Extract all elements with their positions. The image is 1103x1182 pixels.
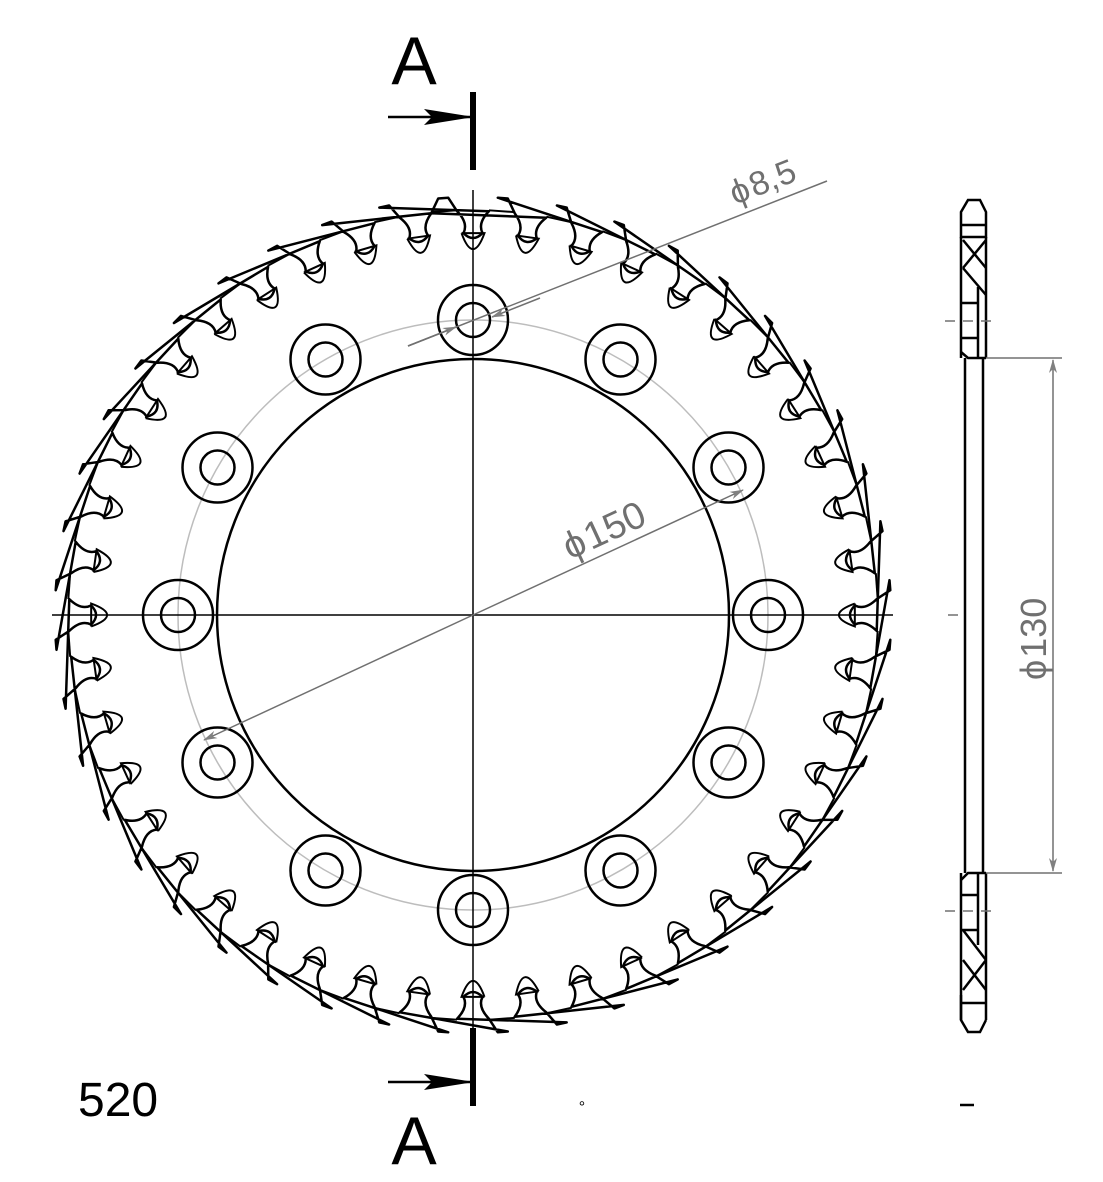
bolt-boss (584, 834, 657, 907)
chain-pitch-label: 520 (78, 1074, 158, 1127)
svg-text:ϕ8,5: ϕ8,5 (724, 152, 801, 212)
section-marker-top (388, 92, 476, 170)
bolt-hole-diameter-value: 8,5 (744, 152, 802, 205)
bolt-hole (307, 341, 344, 378)
side-view-centerlines (945, 320, 995, 912)
center-bore-diameter-value: 130 (1013, 598, 1054, 658)
section-label-top: A (391, 23, 437, 99)
bolt-circle-diameter-value: 150 (577, 494, 652, 559)
center-mark: ° (579, 1099, 585, 1116)
bolt-boss (584, 323, 657, 396)
center-bore-dimension: ϕ130 (986, 357, 1062, 874)
bolt-boss (692, 431, 765, 504)
side-section-view (959, 198, 988, 1034)
bolt-hole (307, 852, 344, 889)
bolt-hole (199, 449, 236, 486)
bolt-hole (602, 341, 639, 378)
section-label-bottom: A (391, 1103, 437, 1179)
bolt-boss (289, 834, 362, 907)
bolt-hole (602, 852, 639, 889)
section-marker-bottom (388, 1028, 476, 1106)
svg-text:ϕ130: ϕ130 (1013, 598, 1054, 680)
bolt-boss (692, 726, 765, 799)
sprocket-teeth (54, 196, 892, 1034)
bolt-boss (181, 726, 254, 799)
bolt-hole (199, 744, 236, 781)
bolt-hole (710, 744, 747, 781)
svg-text:ϕ150: ϕ150 (556, 494, 652, 568)
bolt-boss (289, 323, 362, 396)
bolt-hole (710, 449, 747, 486)
bolt-boss (181, 431, 254, 504)
